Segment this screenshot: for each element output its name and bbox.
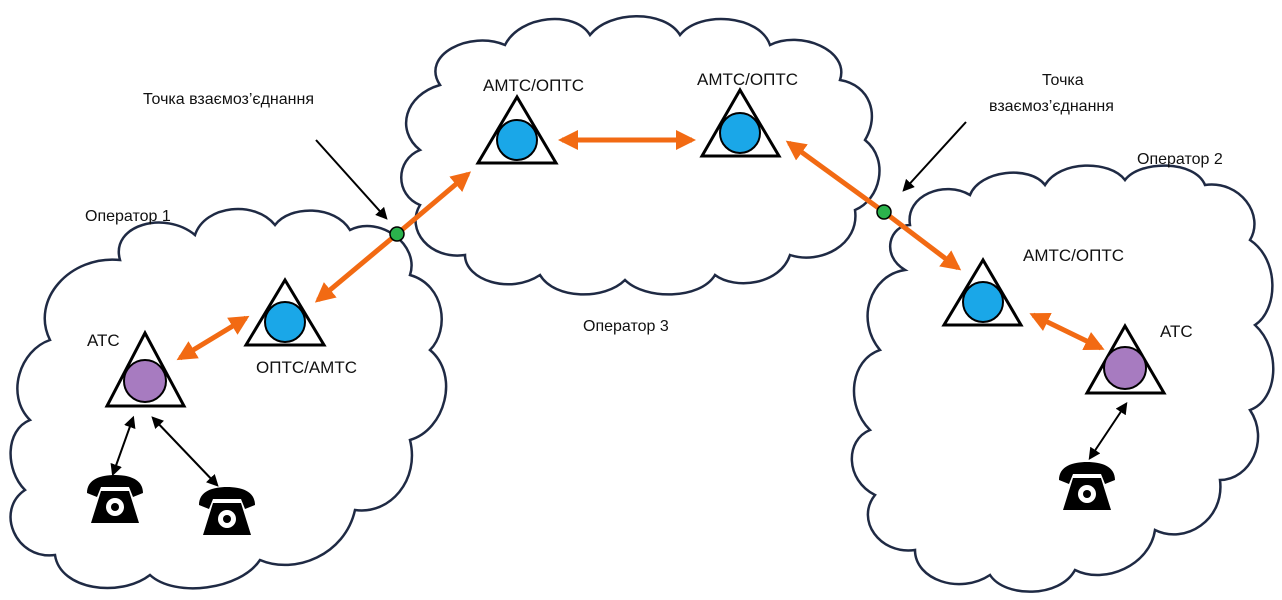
label-interconnect-right-line1: Точка [1042,72,1084,89]
link-ats2-phone3 [1088,402,1128,460]
node-op1-ats [104,329,187,408]
link-ats1-phone1 [110,415,136,477]
link-op3-ic-right [785,140,886,215]
label-operator-1: Оператор 1 [85,208,171,225]
label-op2-ats: АТС [1160,322,1193,341]
node-op3-right [699,87,782,158]
pointer-arrow-left [315,139,388,220]
link-op2-transit-ats [1029,312,1105,351]
node-op2-ats [1084,322,1167,395]
pointer-arrow-right [902,121,967,192]
label-op1-transit: ОПТС/АМТС [256,358,357,377]
label-interconnect-right-line2: взаємоз’єднання [989,98,1114,115]
node-op1-transit [243,277,327,347]
cloud-operator-3 [400,15,881,296]
node-op3-left [475,94,559,165]
label-op3-right: АМТС/ОПТС [697,70,798,89]
interconnect-point-left [389,226,405,242]
link-ats1-transit1 [176,315,250,361]
node-op2-transit [941,257,1024,327]
label-op1-ats: АТС [87,331,120,350]
cloud-operator-2 [850,164,1275,593]
label-op3-left: АМТС/ОПТС [483,76,584,95]
label-op2-transit: АМТС/ОПТС [1023,246,1124,265]
link-ic-right-op2 [882,210,962,271]
label-operator-3: Оператор 3 [583,318,669,335]
label-operator-2: Оператор 2 [1137,151,1223,168]
interconnect-point-right [876,204,892,220]
label-interconnect-left: Точка взаємоз’єднання [143,91,314,108]
link-ats1-phone2 [151,416,219,487]
link-transit1-ic-left [314,232,399,303]
link-ic-left-op3 [395,171,472,236]
